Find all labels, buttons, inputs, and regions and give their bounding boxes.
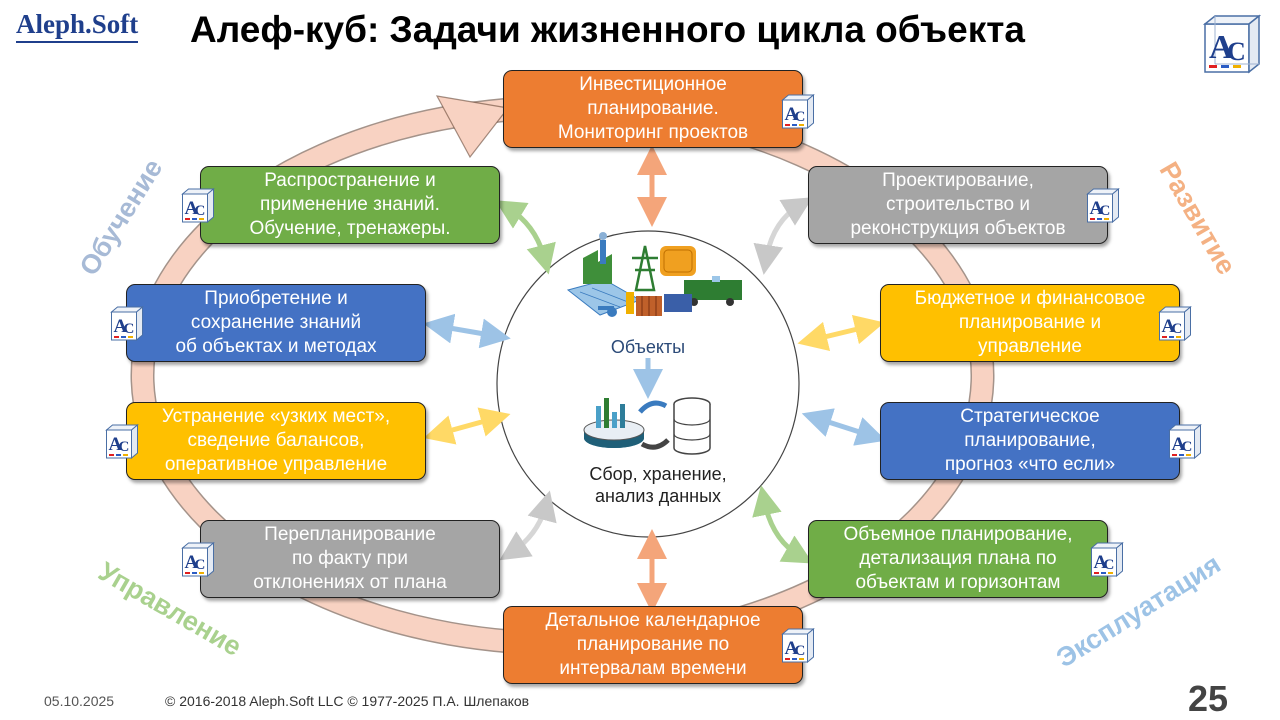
task-calendar[interactable]: Детальное календарное планирование по ин… <box>503 606 803 684</box>
task-strategic[interactable]: Стратегическое планирование, прогноз «чт… <box>880 402 1180 480</box>
svg-text:A: A <box>1209 29 1234 66</box>
task-knowledge-spread[interactable]: Распространение и применение знаний. Обу… <box>200 166 500 244</box>
page-number: 25 <box>1188 678 1229 719</box>
ac-cube-badge-icon <box>1169 424 1201 459</box>
ac-cube-badge-icon <box>782 94 814 129</box>
ac-cube-badge-icon <box>1087 188 1119 223</box>
connector-design <box>753 197 813 275</box>
page-title: Алеф-куб: Задачи жизненного цикла объект… <box>190 9 1025 50</box>
ac-cube-badge-icon <box>111 306 143 341</box>
footer-copyright: © 2016-2018 Aleph.Soft LLC © 1977-2025 П… <box>165 693 530 709</box>
data-analytics-database-icon <box>583 397 711 455</box>
connector-volume <box>752 485 814 564</box>
footer-date: 05.10.2025 <box>44 693 115 709</box>
task-replanning[interactable]: Перепланирование по факту при отклонения… <box>200 520 500 598</box>
connector-knowledge-spread <box>495 200 556 275</box>
ac-cube-badge-icon <box>1159 306 1191 341</box>
connector-budget <box>797 314 885 352</box>
ac-cube-badge-icon <box>182 542 214 577</box>
task-design[interactable]: Проектирование, строительство и реконстр… <box>808 166 1108 244</box>
connectors <box>423 145 887 613</box>
task-budget[interactable]: Бюджетное и финансовое планирование и уп… <box>880 284 1180 362</box>
data-label: Сбор, хранение, анализ данных <box>589 464 727 506</box>
ac-cube-badge-icon <box>782 628 814 663</box>
ring-arrowhead <box>435 95 510 159</box>
task-knowledge-acquire[interactable]: Приобретение и сохранение знаний об объе… <box>126 284 426 362</box>
connector-knowledge-acquire <box>423 313 511 349</box>
task-investment[interactable]: Инвестиционное планирование. Мониторинг … <box>503 70 803 148</box>
ac-cube-badge-icon <box>1091 542 1123 577</box>
industrial-objects-icon <box>566 232 742 317</box>
connector-replanning <box>499 490 557 561</box>
task-bottlenecks[interactable]: Устранение «узких мест», сведение баланс… <box>126 402 426 480</box>
connector-bottlenecks <box>423 407 511 445</box>
alephsoft-logo-text: Aleph.Soft <box>16 9 139 43</box>
svg-text:C: C <box>1227 37 1246 66</box>
alephsoft-cube-logo-icon: A C <box>1203 14 1261 74</box>
task-volume[interactable]: Объемное планирование, детализация плана… <box>808 520 1108 598</box>
ac-cube-badge-icon <box>106 424 138 459</box>
ac-cube-badge-icon <box>182 188 214 223</box>
connector-strategic <box>801 408 887 446</box>
objects-label: Объекты <box>610 337 686 357</box>
